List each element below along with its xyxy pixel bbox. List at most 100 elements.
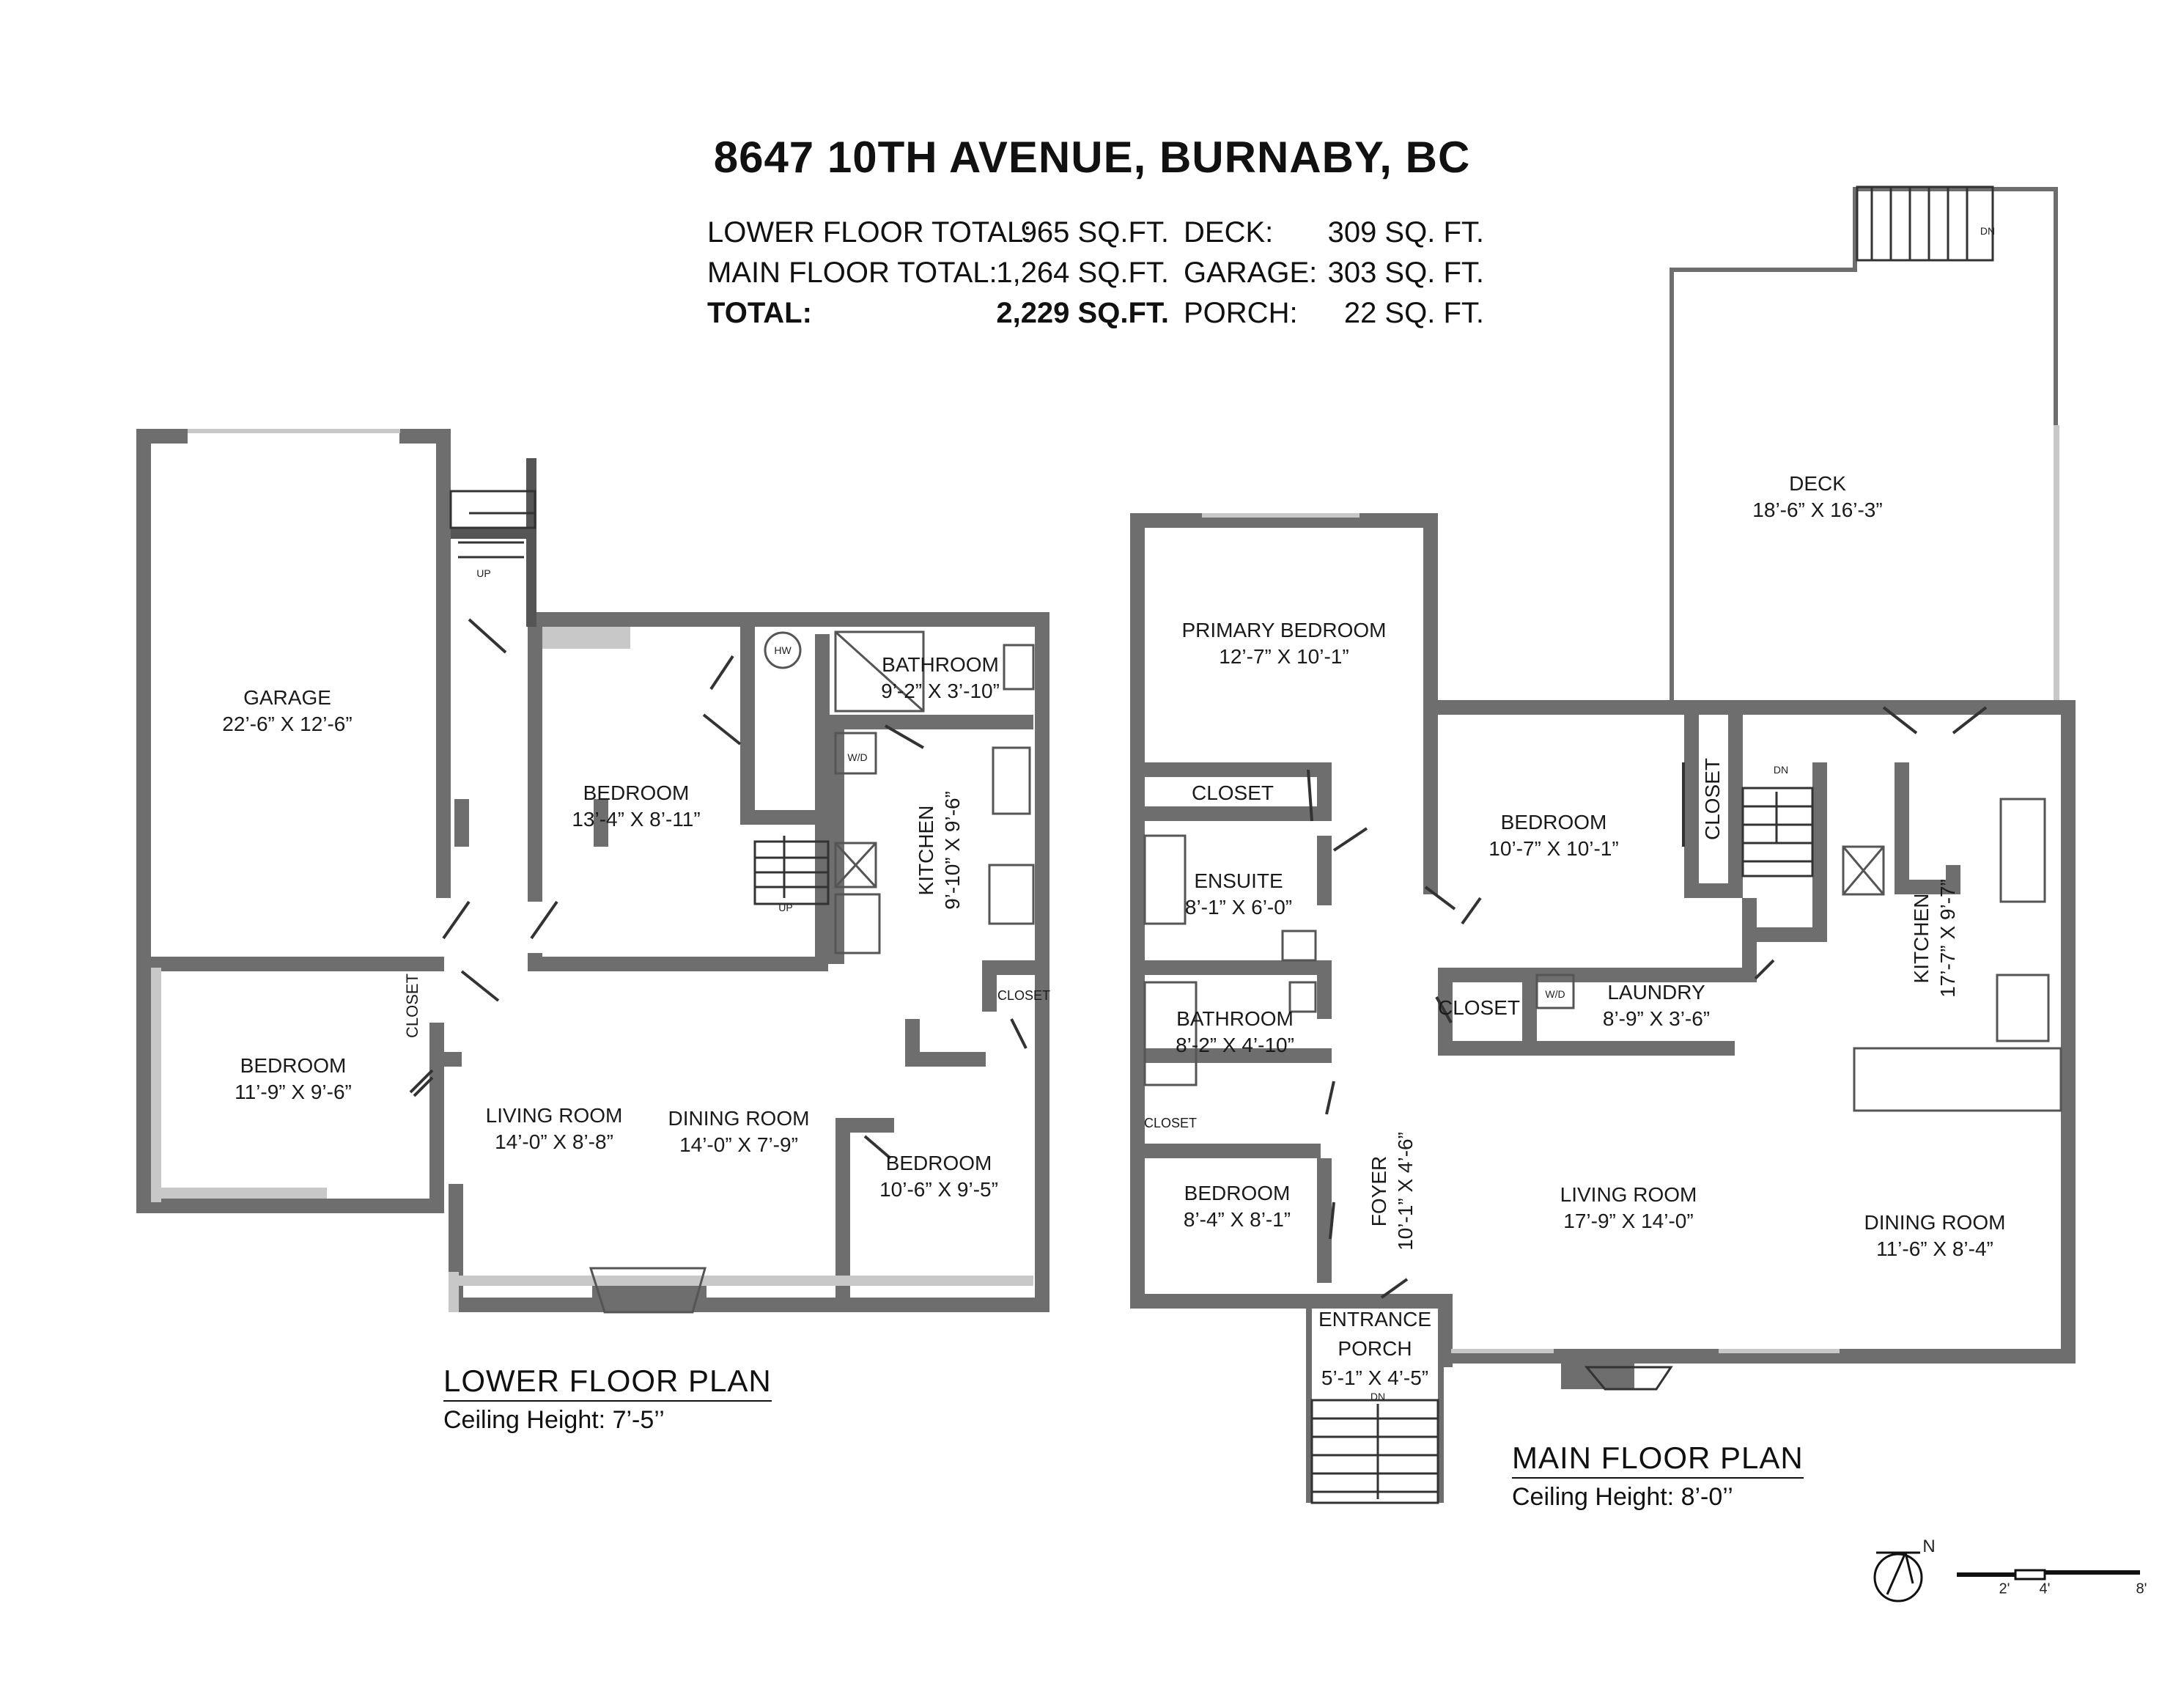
room-closet-primary: CLOSET — [1192, 780, 1274, 806]
main-floor-plan-label: MAIN FLOOR PLAN Ceiling Height: 8’-0’’ — [1512, 1440, 1804, 1512]
room-name: GARAGE — [243, 686, 331, 709]
room-name: KITCHEN — [1910, 893, 1933, 984]
room-size: 14’-0” X 7’-9” — [679, 1133, 798, 1156]
room-living-main: LIVING ROOM 17’-9” X 14’-0” — [1560, 1182, 1697, 1234]
room-dining-main: DINING ROOM 11’-6” X 8’-4” — [1864, 1210, 2006, 1262]
ceiling-height: Ceiling Height: 7’-5’’ — [443, 1406, 665, 1434]
stairs — [449, 185, 1994, 1504]
room-bathroom-lower: BATHROOM 9’-2” X 3’-10” — [881, 652, 1000, 704]
room-name: BATHROOM — [882, 653, 999, 676]
room-size: 9’-10” X 9’-6” — [941, 791, 964, 910]
washer-dryer-main-label: W/D — [1545, 988, 1565, 1000]
stair-down-inner-label: DN — [1773, 764, 1789, 776]
room-size: 14’-0” X 8’-8” — [495, 1130, 613, 1153]
room-size: 10’-6” X 9’-5” — [879, 1178, 998, 1201]
room-name: DECK — [1789, 472, 1846, 495]
room-size: 11’-6” X 8’-4” — [1876, 1237, 1993, 1260]
room-foyer: FOYER 10’-1” X 4’-6” — [1366, 1132, 1419, 1251]
summary-main-label: MAIN FLOOR TOTAL: — [707, 257, 997, 289]
summary-total-label: TOTAL: — [707, 297, 812, 329]
room-size: 8’-4” X 8’-1” — [1183, 1208, 1291, 1231]
room-size: 22’-6” X 12’-6” — [222, 713, 353, 735]
room-name: CLOSET — [1191, 781, 1274, 804]
lower-floor-plan-label: LOWER FLOOR PLAN Ceiling Height: 7’-5’’ — [443, 1364, 772, 1435]
north-label: N — [1922, 1537, 1936, 1556]
room-primary-bedroom: PRIMARY BEDROOM 12’-7” X 10’-1” — [1181, 617, 1386, 670]
room-name-2: PORCH — [1338, 1337, 1412, 1360]
room-name: ENSUITE — [1194, 869, 1283, 892]
plan-title: LOWER FLOOR PLAN — [443, 1364, 772, 1398]
summary-lower-label: LOWER FLOOR TOTAL: — [707, 216, 1032, 249]
room-ensuite: ENSUITE 8’-1” X 6’-0” — [1185, 868, 1292, 921]
room-name: BEDROOM — [1500, 811, 1607, 834]
room-size: 9’-2” X 3’-10” — [881, 680, 1000, 702]
room-size: 8’-9” X 3’-6” — [1602, 1007, 1711, 1030]
washer-dryer-label: W/D — [847, 751, 868, 763]
stair-down-porch-label: DN — [1370, 1391, 1386, 1402]
room-name: FOYER — [1368, 1155, 1390, 1227]
property-address-title: 8647 10TH AVENUE, BURNABY, BC — [713, 133, 1471, 182]
room-dining-lower: DINING ROOM 14’-0” X 7’-9” — [668, 1105, 810, 1158]
scale-label-8ft: 8' — [2136, 1581, 2147, 1597]
room-name: DINING ROOM — [668, 1107, 810, 1130]
room-kitchen-main: KITCHEN 17’-7” X 9’-7” — [1908, 879, 1961, 998]
room-size: 12’-7” X 10’-1” — [1219, 645, 1349, 668]
room-name: BEDROOM — [1184, 1182, 1291, 1204]
room-entrance-porch: ENTRANCE PORCH 5’-1” X 4’-5” — [1318, 1305, 1431, 1393]
summary-main-value: 1,264 SQ.FT. — [996, 257, 1169, 289]
room-size: 17’-9” X 14’-0” — [1563, 1210, 1694, 1232]
summary-porch-value: 22 SQ. FT. — [1343, 297, 1484, 329]
room-size: 11’-9” X 9’-6” — [235, 1081, 352, 1103]
plan-title-rule — [443, 1400, 772, 1402]
room-bedroom-main-mid: BEDROOM 10’-7” X 10’-1” — [1488, 809, 1618, 862]
room-closet-main-vert: CLOSET — [1700, 758, 1726, 840]
room-name: LIVING ROOM — [485, 1104, 623, 1127]
room-name: BEDROOM — [885, 1152, 992, 1174]
north-arrow-icon — [1873, 1551, 1923, 1602]
summary-garage-value: 303 SQ. FT. — [1327, 257, 1484, 289]
scale-label-4ft: 4' — [2039, 1581, 2051, 1597]
summary-garage-label: GARAGE: — [1184, 257, 1318, 289]
room-garage: GARAGE 22’-6” X 12’-6” — [222, 685, 352, 737]
room-kitchen-lower: KITCHEN 9’-10” X 9’-6” — [913, 791, 966, 910]
windows — [151, 425, 2059, 1353]
room-bedroom-lower-left: BEDROOM 11’-9” X 9’-6” — [235, 1053, 352, 1105]
room-bedroom-lower-right: BEDROOM 10’-6” X 9’-5” — [879, 1150, 998, 1203]
room-name: KITCHEN — [915, 805, 937, 896]
room-name: CLOSET — [1701, 757, 1724, 841]
scale-label-2ft: 2' — [1999, 1581, 2010, 1597]
room-name: PRIMARY BEDROOM — [1181, 619, 1387, 641]
room-size: 8’-1” X 6’-0” — [1184, 896, 1293, 919]
room-size: 10’-7” X 10’-1” — [1488, 837, 1619, 860]
stair-up-label: UP — [476, 567, 491, 579]
summary-total-value: 2,229 SQ.FT. — [996, 297, 1169, 329]
room-laundry: LAUNDRY 8’-9” X 3’-6” — [1603, 979, 1710, 1032]
walls — [136, 187, 2076, 1503]
room-name: BEDROOM — [583, 781, 690, 804]
room-name: CLOSET — [1143, 1116, 1198, 1130]
fixtures — [589, 630, 2062, 1391]
plan-title-rule — [1512, 1477, 1804, 1479]
room-living-lower: LIVING ROOM 14’-0” X 8’-8” — [486, 1103, 623, 1155]
room-closet-lower-right: CLOSET — [997, 987, 1050, 1004]
room-name: CLOSET — [1437, 996, 1521, 1019]
room-size: 5’-1” X 4’-5” — [1321, 1366, 1429, 1389]
room-closet-lower-left: CLOSET — [399, 974, 426, 1038]
room-size: 8’-2” X 4’-10” — [1176, 1034, 1294, 1056]
room-bedroom-main-sw: BEDROOM 8’-4” X 8’-1” — [1184, 1180, 1291, 1233]
room-size: 10’-1” X 4’-6” — [1394, 1132, 1417, 1251]
room-name: BATHROOM — [1176, 1007, 1294, 1030]
room-name: DINING ROOM — [1864, 1211, 2006, 1234]
room-name: CLOSET — [997, 988, 1051, 1003]
room-name: ENTRANCE — [1318, 1308, 1432, 1331]
room-name: LAUNDRY — [1607, 981, 1705, 1004]
room-name: LIVING ROOM — [1560, 1183, 1697, 1206]
room-closet-main-small: CLOSET — [1144, 1115, 1197, 1131]
summary-deck-value: 309 SQ. FT. — [1327, 216, 1484, 249]
summary-porch-label: PORCH: — [1184, 297, 1298, 329]
room-deck: DECK 18’-6” X 16’-3” — [1752, 471, 1882, 523]
room-size: 18’-6” X 16’-3” — [1752, 498, 1883, 521]
doors — [409, 618, 1988, 1299]
plan-title: MAIN FLOOR PLAN — [1512, 1440, 1804, 1475]
stair-up-inner-label: UP — [778, 902, 793, 913]
